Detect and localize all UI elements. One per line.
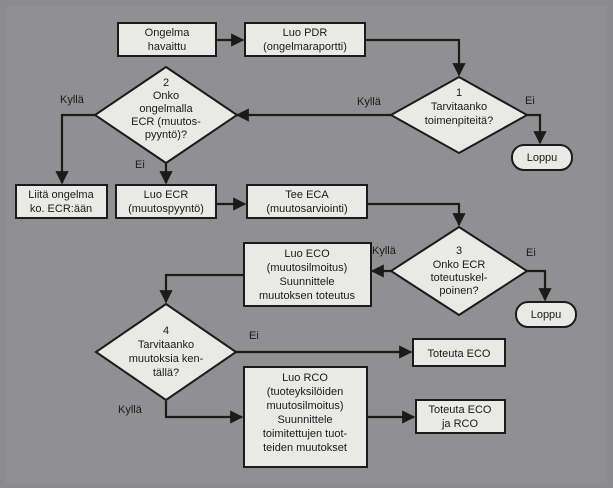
node-text: Luo ECO bbox=[284, 248, 330, 260]
label-d2-yes: Kyllä bbox=[60, 94, 85, 106]
label-d3-yes: Kyllä bbox=[372, 245, 397, 257]
node-text: toimenpiteitä? bbox=[425, 115, 494, 127]
node-text: (tuoteyksilöiden bbox=[267, 386, 343, 398]
node-end-2: Loppu bbox=[515, 301, 577, 328]
label-d3-no: Ei bbox=[526, 247, 536, 259]
node-text: Onko bbox=[153, 90, 179, 102]
node-create-eco: Luo ECO (muutosilmoitus) Suunnittele muu… bbox=[243, 242, 372, 307]
node-text: Toteuta ECO bbox=[428, 348, 491, 360]
node-text: Tarvitaanko bbox=[138, 339, 194, 351]
node-problem-detected: Ongelma havaittu bbox=[117, 22, 217, 57]
node-text: muutoksen toteutus bbox=[259, 290, 356, 302]
edge-decision3-no-to-end2 bbox=[527, 269, 552, 302]
node-text: 4 bbox=[163, 325, 169, 337]
node-create-rco: Luo RCO (tuoteyksilöiden muutosilmoitus)… bbox=[243, 366, 368, 468]
node-text: Luo PDR bbox=[283, 27, 328, 39]
node-text: (ongelmaraportti) bbox=[263, 41, 347, 53]
node-text: teiden muutokset bbox=[263, 442, 347, 454]
edge-eca-to-decision3 bbox=[367, 202, 466, 227]
node-text: Liitä ongelma bbox=[28, 189, 94, 201]
node-text: Suunnittele bbox=[277, 414, 332, 426]
label-d4-yes: Kyllä bbox=[118, 404, 143, 416]
label-d1-yes: Kyllä bbox=[357, 96, 382, 108]
label-d4-no: Ei bbox=[249, 330, 259, 342]
node-text: 2 bbox=[163, 77, 169, 89]
node-text: Tee ECA bbox=[285, 189, 329, 201]
label-d2-no: Ei bbox=[135, 159, 145, 171]
node-end-1: Loppu bbox=[511, 144, 573, 171]
node-implement-eco-rco: Toteuta ECO ja RCO bbox=[415, 399, 506, 434]
edge-decision1-no-to-end1 bbox=[527, 113, 547, 145]
edge-pdr-to-decision1 bbox=[365, 38, 466, 77]
node-text: Luo ECR bbox=[144, 189, 189, 201]
node-create-pdr: Luo PDR (ongelmaraportti) bbox=[244, 22, 366, 57]
node-decision-1: 1 Tarvitaanko toimenpiteitä? bbox=[388, 75, 530, 155]
label-d1-no: Ei bbox=[525, 95, 535, 107]
node-text: toimitettujen tuot- bbox=[263, 428, 348, 440]
node-decision-4: 4 Tarvitaanko muutoksia ken- tällä? bbox=[94, 302, 238, 402]
node-decision-3: 3 Onko ECR toteutuskel- poinen? bbox=[389, 225, 529, 317]
node-text: toteutuskel- bbox=[431, 272, 488, 284]
node-text: (muutosilmoitus) bbox=[267, 262, 348, 274]
node-implement-eco: Toteuta ECO bbox=[412, 338, 506, 367]
edge-decision2-yes-to-attach bbox=[55, 113, 95, 185]
node-text: (muutosarviointi) bbox=[266, 203, 347, 215]
node-text: Suunnittele bbox=[279, 276, 334, 288]
node-text: Loppu bbox=[531, 309, 562, 321]
node-text: poinen? bbox=[439, 285, 478, 297]
node-text: ja RCO bbox=[441, 418, 479, 430]
node-text: muutosilmoitus) bbox=[266, 400, 343, 412]
node-text: pyyntö)? bbox=[145, 129, 187, 141]
node-text: (muutospyyntö) bbox=[128, 203, 204, 215]
node-text: Tarvitaanko bbox=[431, 101, 487, 113]
node-attach-problem: Liitä ongelma ko. ECR:ään bbox=[15, 184, 108, 219]
node-text: ongelmalla bbox=[139, 103, 193, 115]
node-text: muutoksia ken- bbox=[129, 353, 204, 365]
node-text: 1 bbox=[456, 87, 462, 99]
node-text: 3 bbox=[456, 245, 462, 257]
node-text: Luo RCO bbox=[282, 372, 328, 384]
edge-labels: Kyllä Ei Kyllä Ei Kyllä Ei Ei Kyllä bbox=[60, 94, 536, 416]
edge-eco-to-decision4 bbox=[159, 273, 244, 304]
edge-decision4-yes-to-rco bbox=[164, 401, 244, 424]
node-text: Onko ECR bbox=[433, 259, 486, 271]
node-make-eca: Tee ECA (muutosarviointi) bbox=[246, 184, 368, 219]
node-text: havaittu bbox=[148, 41, 187, 53]
node-text: Loppu bbox=[527, 152, 558, 164]
connectors bbox=[55, 33, 552, 424]
node-text: ECR (muutos- bbox=[131, 116, 201, 128]
node-text: Toteuta ECO bbox=[429, 404, 492, 416]
node-decision-2: 2 Onko ongelmalla ECR (muutos- pyyntö)? bbox=[93, 65, 239, 165]
node-text: ko. ECR:ään bbox=[30, 203, 92, 215]
node-text: Ongelma bbox=[145, 27, 191, 39]
node-text: tällä? bbox=[153, 367, 179, 379]
node-create-ecr: Luo ECR (muutospyyntö) bbox=[115, 184, 217, 219]
